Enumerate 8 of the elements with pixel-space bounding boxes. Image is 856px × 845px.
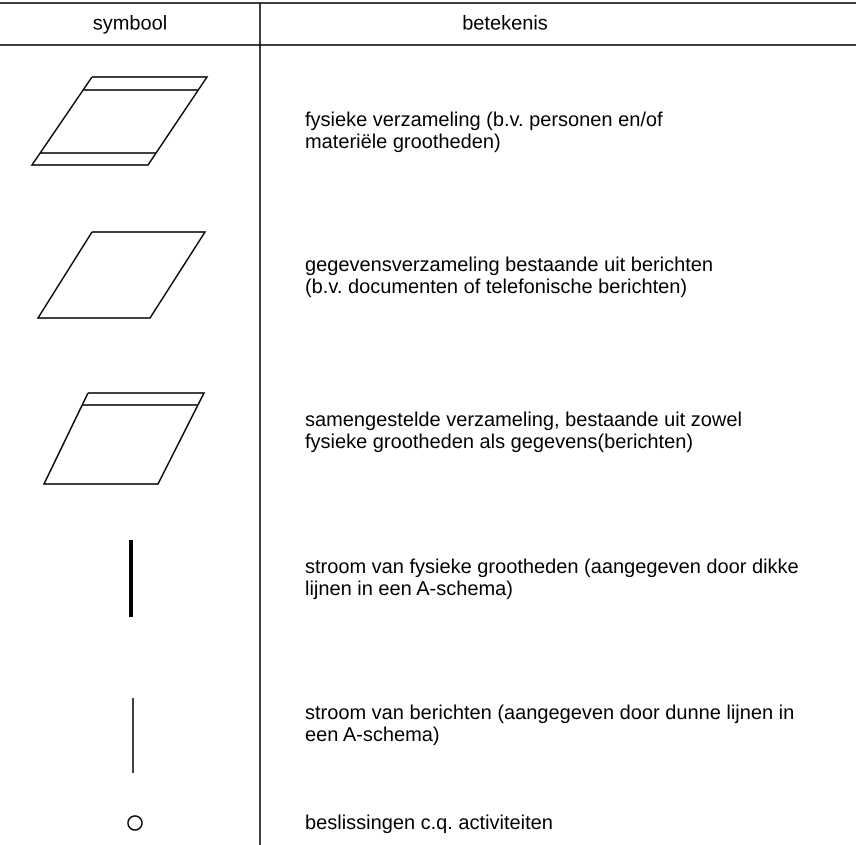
legend-text: gegevensverzameling bestaande uit berichten (b.v. documenten of telefonische berichten) bbox=[305, 254, 714, 298]
column-header: betekenis bbox=[462, 12, 548, 36]
legend-text: stroom van berichten (aangegeven door dunne lijnen in een A-schema) bbox=[305, 702, 796, 746]
legend-text: stroom van fysieke grootheden (aangegeven door dikke lijnen in een A-schema) bbox=[305, 556, 800, 600]
legend-text: samengestelde verzameling, bestaande uit zowel fysieke grootheden als gegevens(berichten) bbox=[305, 409, 743, 453]
legend-text: fysieke verzameling (b.v. personen en/of materiële grootheden) bbox=[305, 109, 664, 153]
legend-text: beslissingen c.q. activiteiten bbox=[305, 812, 554, 834]
column-header: symbool bbox=[92, 12, 168, 36]
